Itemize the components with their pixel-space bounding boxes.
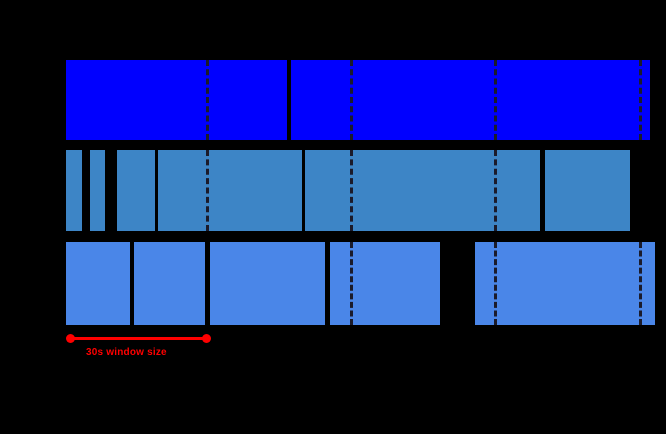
bar-segment[interactable] xyxy=(66,242,130,325)
window-size-start-dot xyxy=(66,334,75,343)
bar-segment[interactable] xyxy=(134,242,205,325)
bar-segment[interactable] xyxy=(90,150,105,231)
window-size-end-dot xyxy=(202,334,211,343)
bar-segment[interactable] xyxy=(330,242,440,325)
bar-segment[interactable] xyxy=(66,150,82,231)
bar-segment[interactable] xyxy=(305,150,540,231)
window-size-bar xyxy=(70,337,206,340)
bar-segment[interactable] xyxy=(210,242,325,325)
bar-segment[interactable] xyxy=(117,150,155,231)
track-row-3 xyxy=(0,242,666,325)
window-size-label: 30s window size xyxy=(86,347,167,358)
bar-segment[interactable] xyxy=(158,150,302,231)
track-row-2 xyxy=(0,150,666,231)
bar-segment[interactable] xyxy=(66,60,287,140)
bar-segment[interactable] xyxy=(291,60,650,140)
track-row-1 xyxy=(0,60,666,140)
bar-segment[interactable] xyxy=(475,242,655,325)
bar-segment[interactable] xyxy=(545,150,630,231)
